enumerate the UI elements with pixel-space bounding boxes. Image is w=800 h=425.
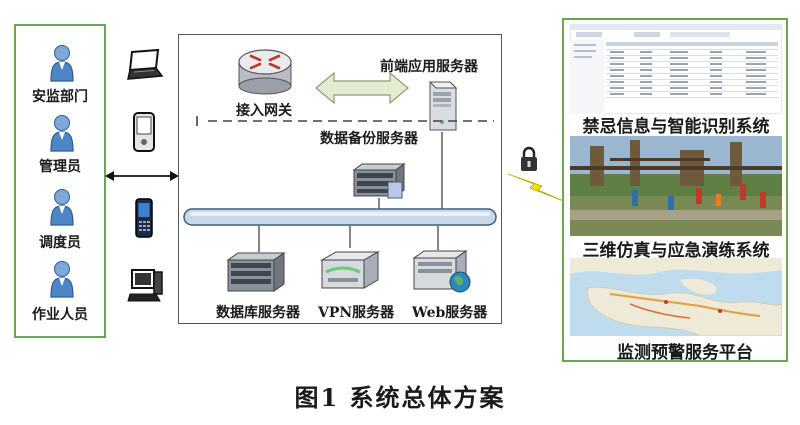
connector-line [441, 132, 443, 212]
person-icon [50, 260, 74, 298]
database-server-label: 数据库服务器 [216, 305, 300, 321]
vpn-server-icon [320, 251, 380, 289]
subsystem-label-simulation: 三维仿真与应急演练系统 [582, 241, 770, 261]
connector-line [258, 226, 260, 252]
web-server-label: Web服务器 [412, 305, 488, 321]
lightning-icon [507, 173, 567, 203]
figure-caption: 图1 系统总体方案 [294, 383, 506, 412]
tower-server-icon [428, 81, 458, 131]
rack-server-icon [352, 163, 406, 199]
frontend-server-label: 前端应用服务器 [380, 59, 478, 75]
subsystem-label-identification: 禁忌信息与智能识别系统 [582, 117, 770, 137]
laptop-icon [127, 48, 164, 80]
person-icon [50, 114, 74, 152]
role-label-worker: 作业人员 [32, 307, 88, 323]
double-arrow [315, 71, 409, 105]
lock-icon [521, 146, 537, 171]
pda-icon [133, 112, 155, 152]
router-icon [238, 49, 292, 95]
backup-server-label: 数据备份服务器 [320, 131, 418, 147]
simulation-screenshot [570, 136, 782, 236]
subsystem-label-monitoring: 监测预警服务平台 [617, 343, 753, 363]
connector-line [437, 226, 439, 250]
bidirectional-arrow [105, 171, 179, 181]
role-label-dispatcher: 调度员 [39, 235, 81, 251]
database-server-icon [226, 252, 286, 292]
role-label-admin: 管理员 [39, 159, 81, 175]
connector-line [349, 226, 351, 248]
dashed-separator [196, 116, 494, 126]
person-icon [50, 188, 74, 226]
table-screenshot [570, 24, 782, 114]
person-icon [50, 44, 74, 82]
role-label-safety-dept: 安监部门 [32, 89, 88, 105]
map-screenshot [570, 258, 782, 336]
desktop-computer-icon [127, 269, 163, 302]
network-bus [183, 208, 497, 226]
gateway-label: 接入网关 [236, 103, 292, 119]
vpn-server-label: VPN服务器 [318, 305, 395, 321]
web-server-icon [412, 250, 471, 293]
mobile-phone-icon [135, 198, 153, 238]
